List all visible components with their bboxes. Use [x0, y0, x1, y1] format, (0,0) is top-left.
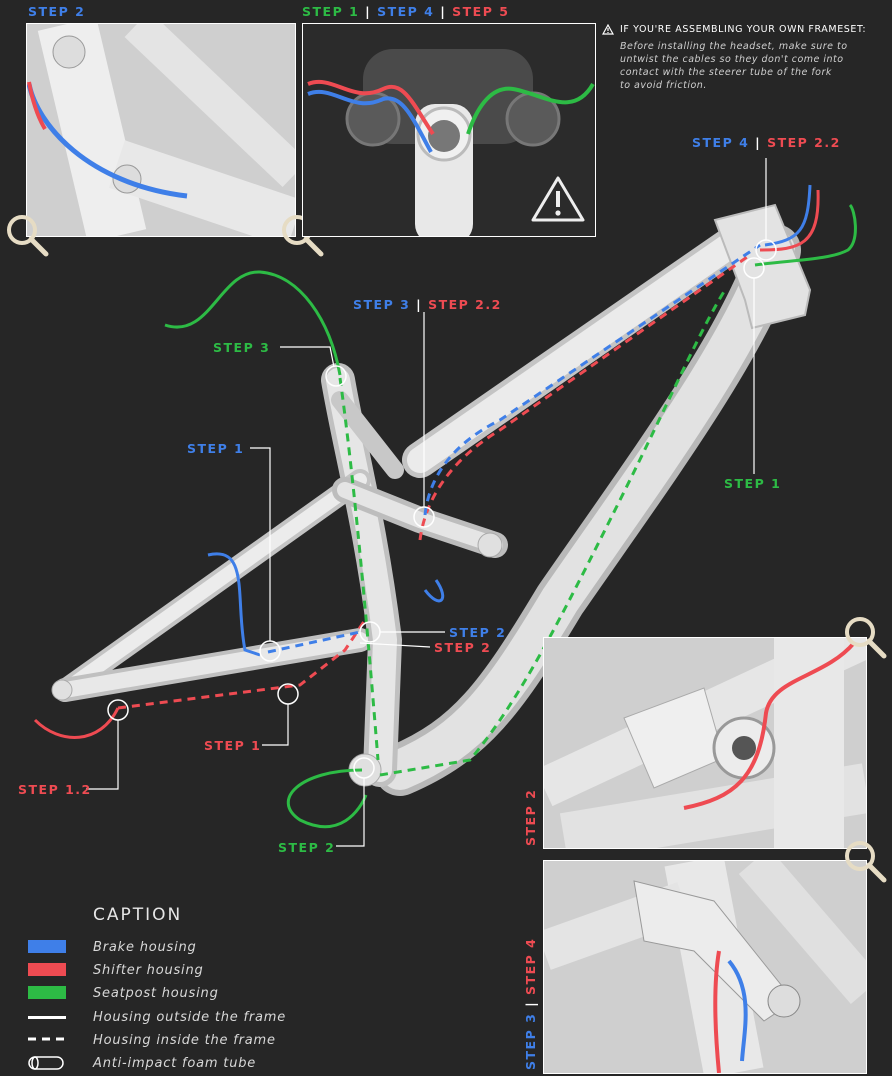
panel-top-center-label: STEP 1 | STEP 4 | STEP 5 — [302, 4, 510, 19]
detail-panel-step2-bb — [543, 637, 867, 849]
panel-step3-step4-label: STEP 3 | STEP 4 — [523, 937, 538, 1070]
head-tube — [713, 203, 812, 330]
detail-panel-headset — [302, 23, 596, 237]
legend-label-inside: Housing inside the frame — [93, 1033, 276, 1048]
callout-step2-green: STEP 2 — [278, 840, 336, 855]
callout-step3-step22: STEP 3 | STEP 2.2 — [353, 297, 502, 312]
legend-label-outside: Housing outside the frame — [93, 1010, 287, 1025]
legend-label-foam: Anti-impact foam tube — [93, 1056, 257, 1071]
detail-panel-step2-top — [26, 23, 296, 237]
legend-swatch-brake — [28, 940, 66, 953]
detail-illustration — [544, 861, 866, 1073]
caption-title: CAPTION — [93, 905, 183, 925]
panel-top-left-label: STEP 2 — [28, 4, 86, 19]
legend-label-seatpost: Seatpost housing — [93, 986, 219, 1001]
detail-illustration — [27, 24, 295, 236]
callout-step12-red: STEP 1.2 — [18, 782, 92, 797]
callout-step1-red: STEP 1 — [204, 738, 262, 753]
callout-step2-blue: STEP 2 — [449, 625, 507, 640]
seatpost-housing — [164, 203, 857, 829]
shifter-housing — [33, 189, 820, 739]
callout-step1-green: STEP 1 — [724, 476, 782, 491]
leader-lines — [86, 158, 767, 847]
legend-swatch-seatpost — [28, 986, 66, 999]
brake-housing — [207, 184, 812, 657]
magnifier-icon[interactable] — [842, 838, 888, 884]
legend-label-brake: Brake housing — [93, 940, 197, 955]
magnifier-icon[interactable] — [842, 614, 888, 660]
detail-illustration — [303, 24, 595, 236]
callout-step1-blue: STEP 1 — [187, 441, 245, 456]
callout-step2-red: STEP 2 — [434, 640, 492, 655]
legend-label-shifter: Shifter housing — [93, 963, 204, 978]
magnifier-icon[interactable] — [4, 212, 50, 258]
detail-panel-step3-step4 — [543, 860, 867, 1074]
warning-icon — [602, 24, 614, 35]
callout-step4-step22: STEP 4 | STEP 2.2 — [692, 135, 841, 150]
foam-tube-icon — [28, 1056, 64, 1070]
warning-triangle-icon — [531, 176, 585, 222]
legend-swatch-shifter — [28, 963, 66, 976]
legend-swatch-solid-line — [28, 1016, 66, 1019]
callout-step3-green: STEP 3 — [213, 340, 271, 355]
warning-body: Before installing the headset, make sure… — [620, 41, 848, 91]
panel-bb-label: STEP 2 — [523, 788, 538, 846]
detail-illustration — [544, 638, 866, 848]
warning-title: IF YOU'RE ASSEMBLING YOUR OWN FRAMESET: — [620, 24, 867, 35]
legend-swatch-dashed-line — [28, 1037, 68, 1041]
